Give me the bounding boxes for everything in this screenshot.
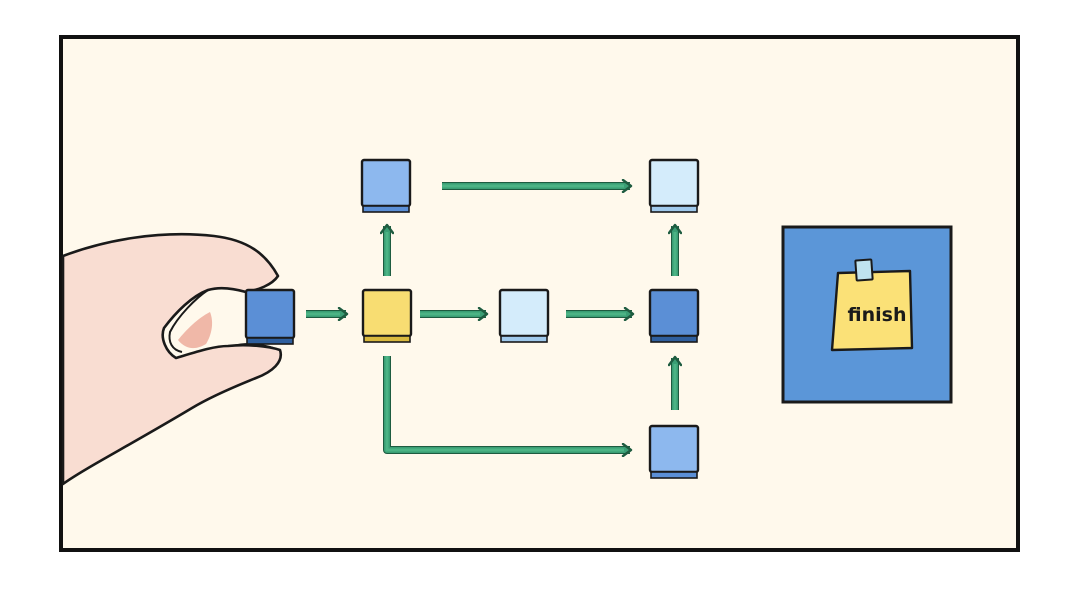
- hand-icon: [61, 232, 283, 486]
- block-yellow: [361, 288, 413, 343]
- finish-label: finish: [848, 304, 907, 326]
- block-held: [244, 288, 296, 345]
- finish-panel: finish: [781, 225, 953, 404]
- block-bottom-right: [648, 424, 700, 479]
- sticky-note-icon: finish: [830, 258, 914, 352]
- block-top-left: [360, 158, 412, 213]
- edge-highlights: [306, 184, 677, 452]
- block-right-middle: [648, 288, 700, 343]
- block-middle: [498, 288, 550, 343]
- block-top-right: [648, 158, 700, 213]
